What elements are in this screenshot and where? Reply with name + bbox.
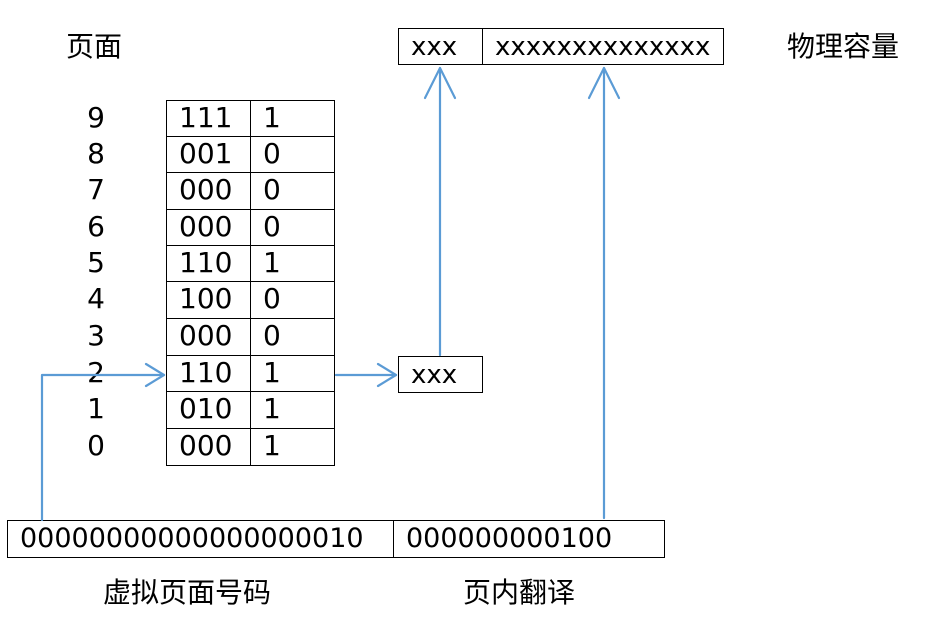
table-cell-frame: 000 bbox=[166, 318, 251, 356]
table-to-frame-arrowhead bbox=[376, 362, 398, 388]
row-number-3: 3 bbox=[87, 319, 105, 352]
table-cell-frame: 000 bbox=[166, 209, 251, 246]
row-number-6: 6 bbox=[87, 210, 105, 243]
row-number-2: 2 bbox=[87, 356, 105, 389]
page-offset-label: 页内翻译 bbox=[463, 576, 576, 609]
vpn-to-table-arrowhead bbox=[144, 362, 166, 388]
mapped-frame-box: xxx bbox=[398, 356, 483, 393]
virtual-offset-box: 000000000100 bbox=[393, 520, 665, 558]
row-number-1: 1 bbox=[87, 392, 105, 425]
page-label: 页面 bbox=[66, 30, 123, 63]
frame-to-physical-arrowhead bbox=[423, 66, 457, 100]
physical-capacity-label: 物理容量 bbox=[787, 30, 900, 63]
row-number-9: 9 bbox=[87, 101, 105, 134]
table-cell-frame: 110 bbox=[166, 355, 251, 392]
row-number-0: 0 bbox=[87, 429, 105, 462]
row-number-4: 4 bbox=[87, 282, 105, 315]
physical-frame-box: xxx bbox=[398, 28, 483, 65]
row-number-7: 7 bbox=[87, 173, 105, 206]
row-number-5: 5 bbox=[87, 246, 105, 279]
virtual-page-number-label: 虚拟页面号码 bbox=[103, 576, 272, 609]
vpn-to-table-arrow bbox=[40, 373, 166, 522]
row-number-8: 8 bbox=[87, 137, 105, 170]
virtual-page-number-box: 00000000000000000010 bbox=[7, 520, 394, 558]
table-cell-frame: 000 bbox=[166, 428, 251, 466]
offset-to-physical-arrowhead bbox=[587, 66, 621, 100]
physical-offset-box: xxxxxxxxxxxxxx bbox=[482, 28, 724, 65]
table-cell-frame: 001 bbox=[166, 136, 251, 173]
table-cell-frame: 000 bbox=[166, 172, 251, 210]
table-cell-present: 1 bbox=[250, 428, 335, 466]
